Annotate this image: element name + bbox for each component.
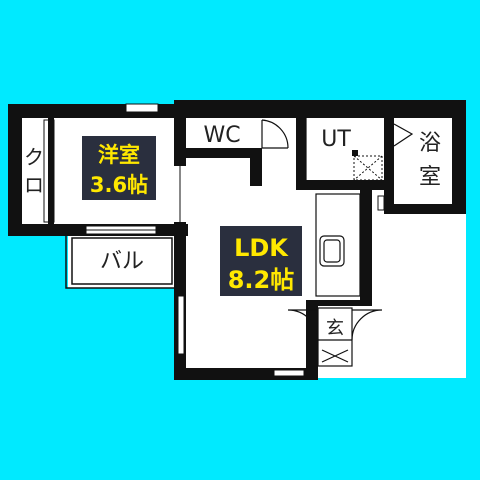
west-room-door [174,166,186,222]
west-room-label-bg [82,136,156,200]
ldk-label-bg [220,226,302,296]
closet-label-2: ロ [24,173,44,197]
bath-label-1: 浴 [419,131,441,156]
balcony-label: バル [100,249,144,274]
kitchen-counter [315,193,361,297]
bath-door [393,123,414,147]
walls [8,100,466,380]
bath-label-2: 室 [419,165,441,190]
closet-doors [43,119,55,223]
floor-balcony [68,232,174,288]
washer-pan [352,150,383,181]
closet-label-1: ク [24,145,44,169]
ut-label: UT [321,127,351,152]
west-room-name: 洋室 [98,143,140,167]
west-room-size: 3.6帖 [90,173,148,197]
wc-door [261,119,289,149]
ldk-name: LDK [234,234,289,262]
entrance-doors [287,307,383,367]
wc-label: WC [203,123,240,148]
balcony-door [85,225,157,235]
entrance-label: 玄 [326,318,344,339]
ldk-size: 8.2帖 [228,266,295,294]
